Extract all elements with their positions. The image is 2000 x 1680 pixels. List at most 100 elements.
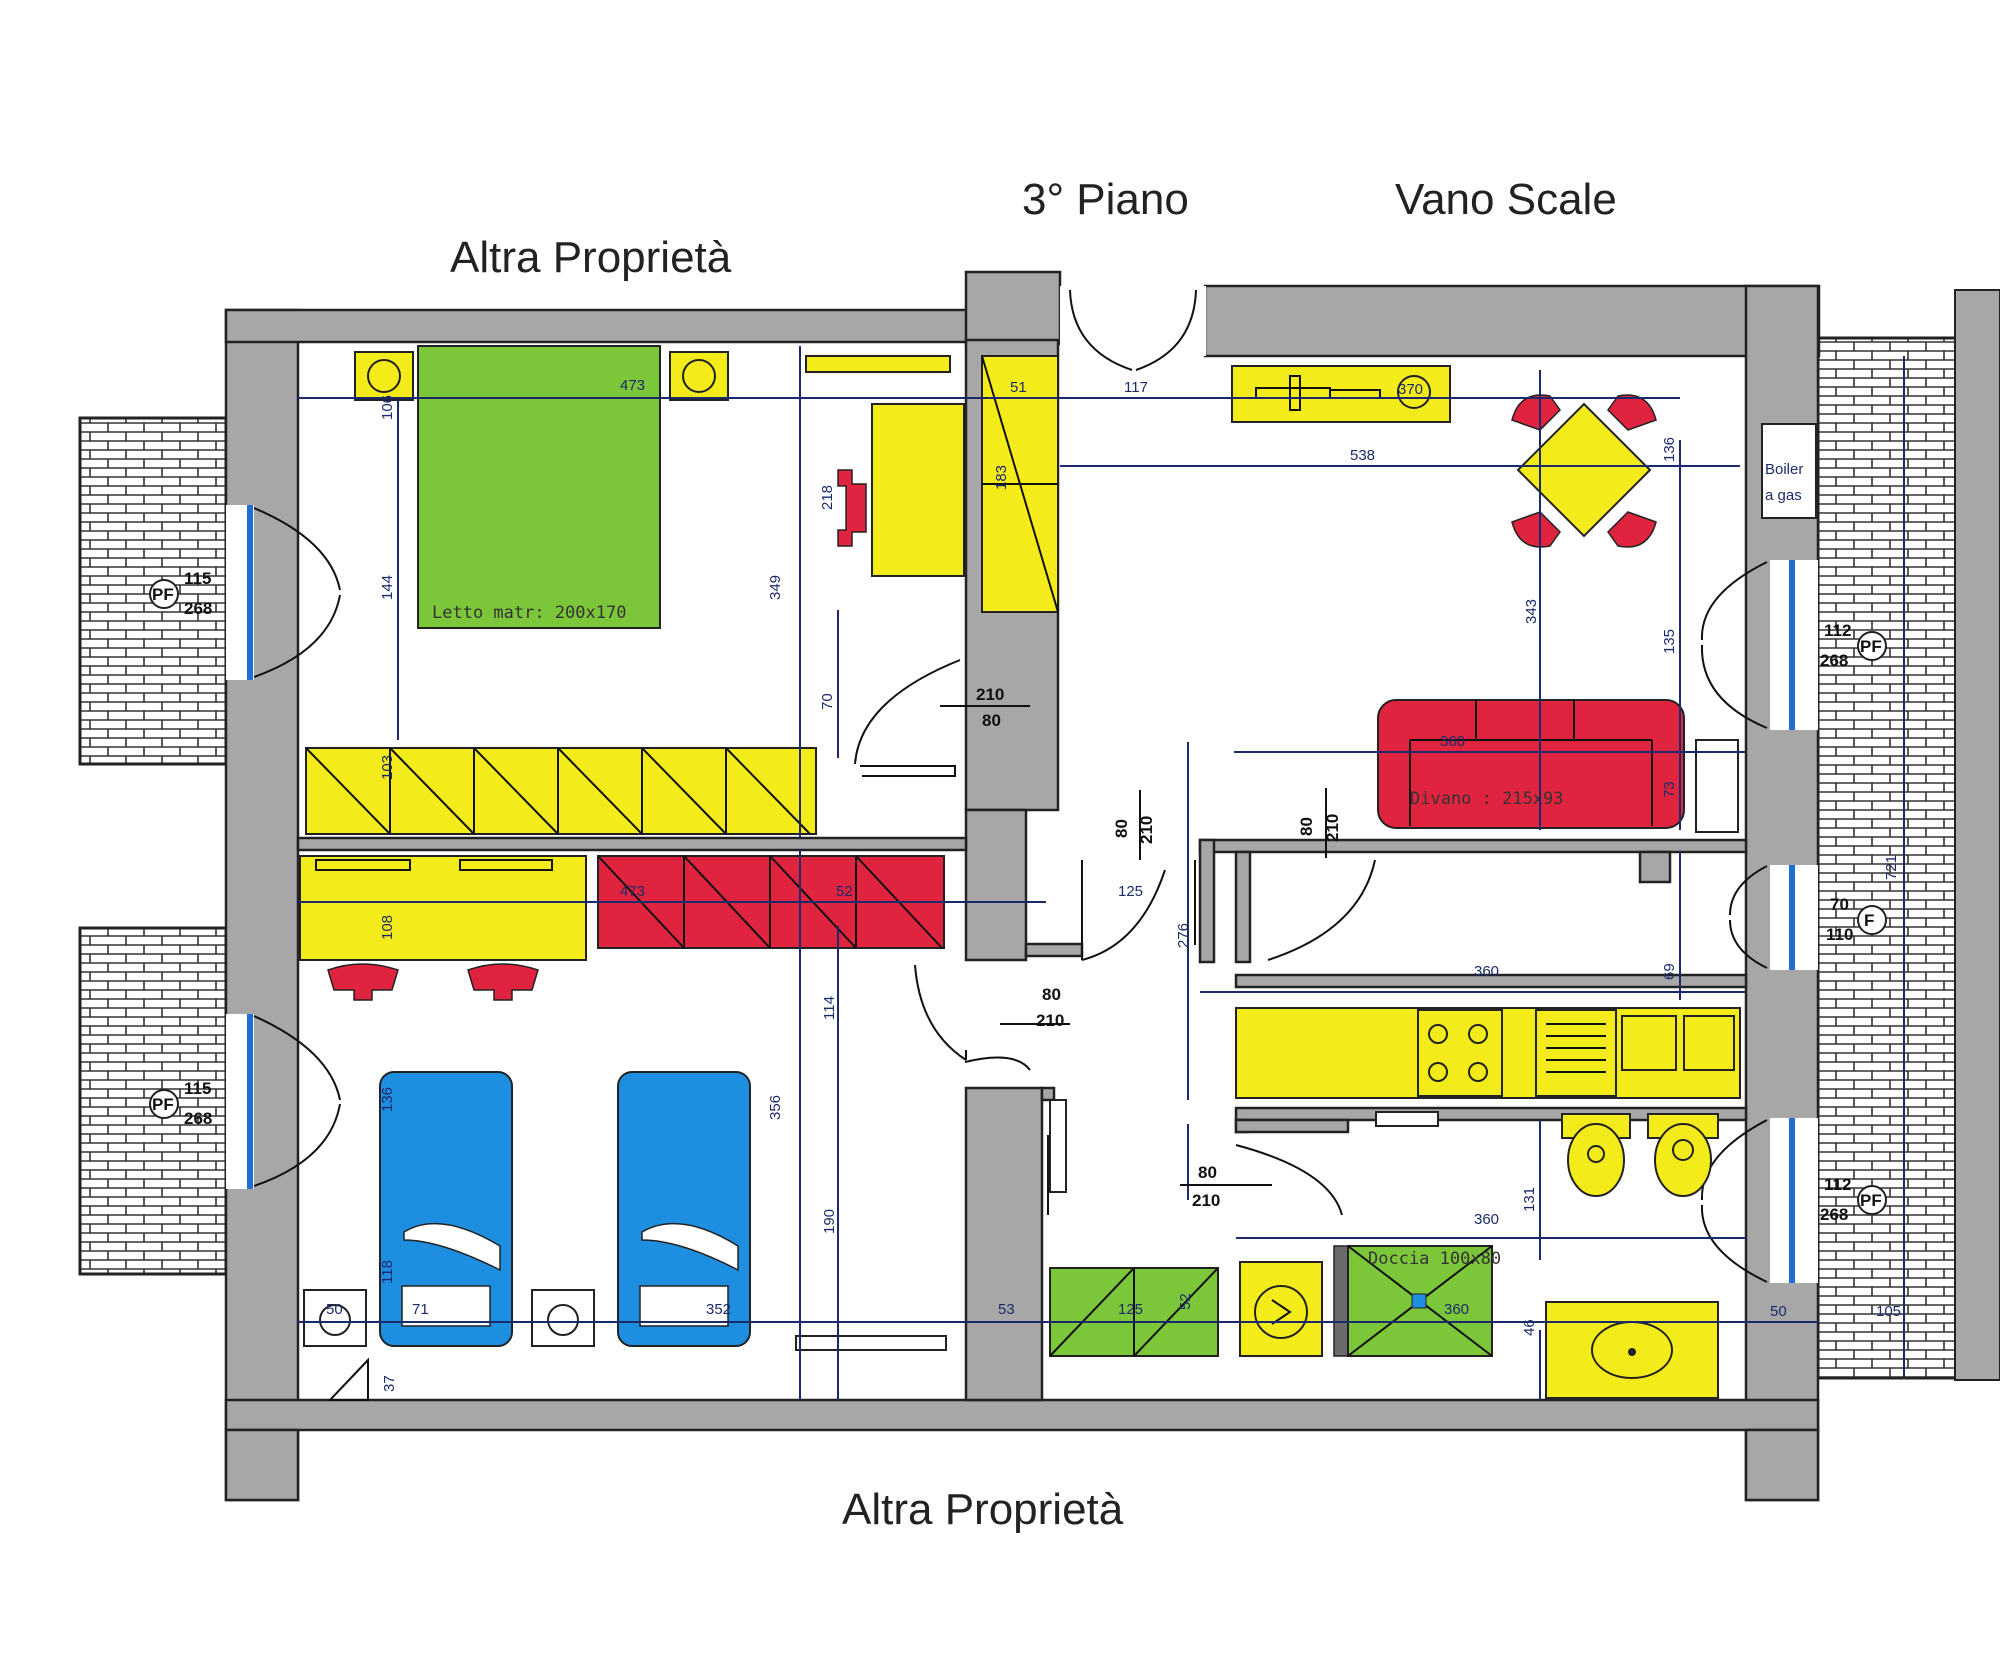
dim-473: 473 (620, 377, 645, 394)
dim-37: 37 (381, 1375, 398, 1392)
door5-top: 80 (1198, 1163, 1217, 1182)
walls (224, 270, 1821, 1502)
lamp-left-icon (367, 359, 401, 393)
balcony-right (1816, 336, 1964, 1380)
neighbor-top-label: Altra Proprietà (450, 233, 732, 282)
dim-135: 135 (1661, 629, 1678, 654)
svg-text:PF: PF (152, 585, 174, 604)
door4-top: 80 (1042, 985, 1061, 1004)
dim-136b: 136 (379, 1087, 396, 1112)
window-label-w1: PF 115 268 (149, 569, 212, 618)
chair-1-icon (327, 963, 399, 1001)
svg-text:F: F (1864, 911, 1874, 930)
door1-top: 210 (976, 685, 1004, 704)
desk-bedroom2 (299, 855, 587, 961)
desk-chair-icon (837, 469, 867, 547)
svg-text:112: 112 (1824, 1175, 1851, 1194)
dim-108: 108 (379, 915, 396, 940)
dim-356: 356 (767, 1095, 784, 1120)
svg-text:PF: PF (1860, 637, 1882, 656)
double-bed (417, 345, 661, 629)
svg-text:115: 115 (184, 569, 211, 588)
door2-bottom: 210 (1137, 816, 1156, 844)
svg-text:115: 115 (184, 1079, 211, 1098)
boiler-label-1: Boiler (1765, 461, 1803, 478)
dim-136: 136 (1661, 437, 1678, 462)
washbasin-icon (1545, 1301, 1719, 1399)
lamp-b2-2-icon (547, 1304, 579, 1336)
dim-218: 218 (819, 485, 836, 510)
shelf-bedroom2 (795, 1335, 947, 1351)
dim-50b: 50 (1770, 1303, 1787, 1320)
svg-text:70: 70 (1830, 895, 1849, 914)
dim-360b: 360 (1444, 1301, 1469, 1318)
windows-glazing (247, 505, 1795, 1283)
svg-text:268: 268 (184, 599, 212, 618)
bidet-icon (1561, 1113, 1631, 1197)
window-label-w5: PF 112 268 (1820, 1175, 1887, 1224)
dim-538: 538 (1350, 447, 1375, 464)
wardrobe-doors (305, 747, 811, 835)
window-label-w2: PF 115 268 (149, 1079, 212, 1128)
dim-125a: 125 (1118, 883, 1143, 900)
stove-icon (1417, 1009, 1503, 1097)
hall-shelf (1049, 1099, 1067, 1193)
closet-corner (327, 1357, 369, 1401)
nightstand-b2-1 (303, 1289, 367, 1347)
bed-note: Letto matr: 200x170 (432, 603, 626, 623)
washing-machine-icon (1239, 1261, 1323, 1357)
sofa-side-table (1695, 739, 1739, 833)
dim-73: 73 (1661, 781, 1678, 798)
svg-text:110: 110 (1826, 925, 1853, 944)
window-label-w3: PF 112 268 (1820, 621, 1887, 670)
dim-118: 118 (379, 1260, 396, 1284)
shower-note: Doccia 100x80 (1368, 1249, 1501, 1269)
single-bed-2 (617, 1071, 751, 1347)
dim-349: 349 (767, 575, 784, 600)
svg-text:268: 268 (184, 1109, 212, 1128)
svg-text:PF: PF (1860, 1191, 1882, 1210)
dim-352: 352 (706, 1301, 731, 1318)
dim-46: 46 (1521, 1319, 1538, 1336)
boiler (1761, 423, 1817, 519)
dim-51: 51 (1010, 379, 1027, 396)
sink-icon (1535, 1009, 1735, 1097)
dim-144: 144 (379, 575, 396, 600)
dim-103: 103 (379, 755, 396, 780)
kitchen-hood (1375, 1111, 1439, 1127)
floor-label: 3° Piano (1022, 175, 1189, 224)
door-swings (253, 289, 1768, 1283)
dim-53: 53 (998, 1301, 1015, 1318)
svg-text:268: 268 (1820, 1205, 1848, 1224)
shelf-bedroom1 (805, 355, 951, 373)
dim-131: 131 (1521, 1187, 1538, 1212)
door1-bottom: 80 (982, 711, 1001, 730)
dim-106: 106 (379, 395, 396, 420)
door3-bottom: 210 (1323, 814, 1342, 842)
dim-52: 52 (836, 883, 853, 900)
door5-bottom: 210 (1192, 1191, 1220, 1210)
terrace-edge-right (1954, 289, 2000, 1381)
kitchen-counter (1235, 1007, 1741, 1099)
door-annotation-lines (940, 705, 1327, 1186)
dim-343: 343 (1523, 599, 1540, 624)
window-label-w4: F 70 110 (1826, 895, 1887, 944)
dim-276: 276 (1175, 923, 1192, 948)
lamp-b2-1-icon (319, 1304, 351, 1336)
dimension-lines (298, 346, 1905, 1400)
sofa-note: Divano : 215x93 (1410, 789, 1564, 809)
stair-label: Vano Scale (1395, 175, 1617, 224)
door2-top: 80 (1112, 819, 1131, 838)
chair-2-icon (467, 963, 539, 1001)
dim-71: 71 (412, 1301, 429, 1318)
dim-370: 370 (1398, 381, 1423, 398)
nightstand-b2-2 (531, 1289, 595, 1347)
dim-360d: 360 (1474, 1211, 1499, 1228)
dining-table (1511, 394, 1657, 548)
dim-190: 190 (821, 1209, 838, 1234)
neighbor-bottom-label: Altra Proprietà (842, 1485, 1124, 1534)
dim-473b: 473 (620, 883, 645, 900)
dim-69: 69 (1661, 963, 1678, 980)
dim-360a: 360 (1440, 733, 1465, 750)
